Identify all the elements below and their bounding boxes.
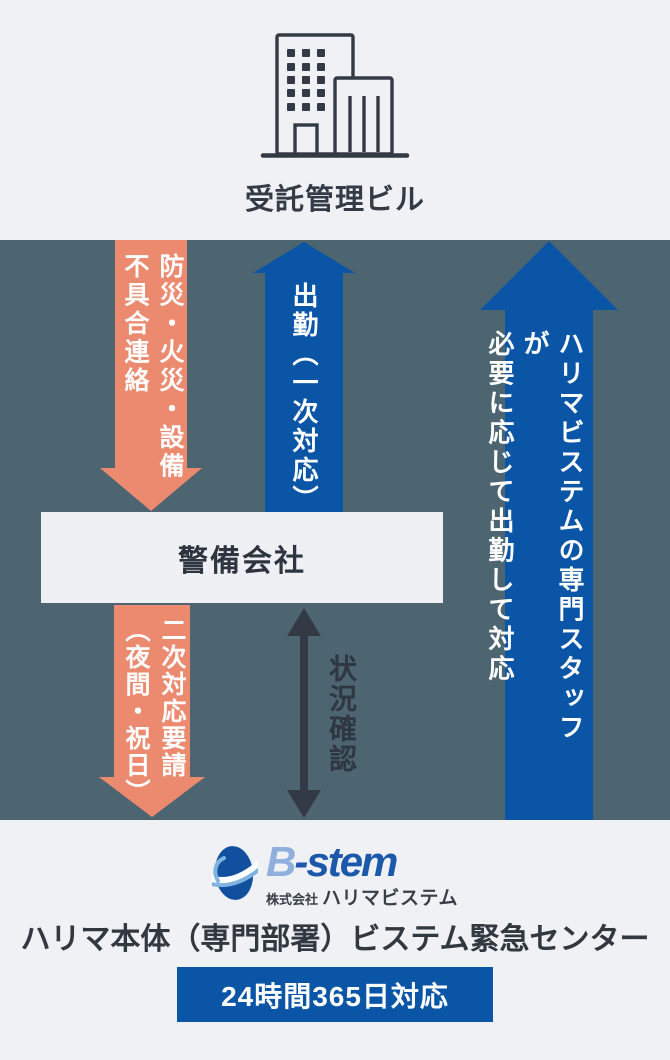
bstem-logo-icon bbox=[212, 846, 259, 900]
emergency-center-section: B-stem 株式会社 ハリマビステム ハリマ本体（専門部署）ビステム緊急センタ… bbox=[0, 820, 670, 1060]
secondary-arrow-label: 二次対応要請 （夜間・祝日） bbox=[122, 617, 186, 806]
report-arrow-down: 防災・火災・設備 不具合連絡 bbox=[100, 240, 202, 511]
dispatch-arrowhead bbox=[253, 242, 355, 273]
report-arrow-body bbox=[115, 240, 187, 468]
building-section: 受託管理ビル bbox=[0, 0, 670, 240]
secondary-request-arrow-down: 二次対応要請 （夜間・祝日） bbox=[99, 605, 205, 855]
secondary-arrowhead bbox=[99, 777, 205, 817]
status-arrow-down-head bbox=[287, 790, 321, 818]
secondary-arrow-body bbox=[114, 605, 190, 777]
building-icon bbox=[260, 33, 410, 158]
status-arrow-line bbox=[300, 633, 308, 793]
bstem-company-name: 株式会社 ハリマビステム bbox=[266, 888, 458, 909]
status-check-label: 状況確認 bbox=[326, 654, 357, 774]
security-company-box: 警備会社 bbox=[41, 512, 443, 603]
harima-arrow-label: ハリマビステムの専門スタッフが 必要に応じて出勤して対応 bbox=[485, 330, 585, 743]
harima-arrowhead bbox=[480, 241, 618, 310]
dispatch-arrow-up: 出勤（一次対応） bbox=[253, 242, 355, 514]
status-arrow-up-head bbox=[287, 608, 321, 636]
bstem-logo: B-stem 株式会社 ハリマビステム bbox=[0, 838, 670, 910]
harima-arrow-body bbox=[505, 310, 593, 820]
dispatch-arrow-body bbox=[265, 273, 343, 512]
availability-badge-label: 24時間365日対応 bbox=[221, 980, 449, 1012]
bstem-logo-text: B-stem 株式会社 ハリマビステム bbox=[266, 838, 458, 910]
building-label: 受託管理ビル bbox=[244, 184, 425, 216]
flow-section: 防災・火災・設備 不具合連絡 出勤（一次対応） 警備会社 二次対応要請 （夜間・… bbox=[0, 240, 670, 820]
dispatch-arrow-label: 出勤（一次対応） bbox=[289, 282, 319, 514]
emergency-center-heading: ハリマ本体（専門部署）ビステム緊急センター bbox=[20, 923, 650, 956]
report-arrowhead bbox=[100, 468, 202, 511]
security-company-label: 警備会社 bbox=[178, 544, 306, 578]
harima-arrow-up: ハリマビステムの専門スタッフが 必要に応じて出勤して対応 bbox=[480, 241, 618, 820]
bstem-brand: B-stem bbox=[266, 838, 398, 885]
report-arrow-label: 防災・火災・設備 不具合連絡 bbox=[121, 253, 184, 481]
availability-badge: 24時間365日対応 bbox=[177, 967, 493, 1022]
